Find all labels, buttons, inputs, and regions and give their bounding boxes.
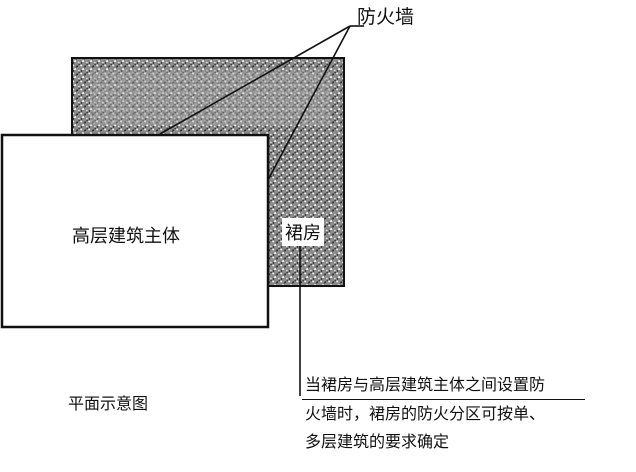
podium-texture (90, 70, 330, 125)
note-line: 火墙时，裙房的防火分区可按单、 (305, 404, 546, 423)
note-line: 多层建筑的要求确定 (305, 432, 450, 451)
firewall-label: 防火墙 (357, 6, 415, 28)
tower-label: 高层建筑主体 (72, 226, 180, 247)
podium-label: 裙房 (282, 218, 324, 246)
diagram-caption: 平面示意图 (68, 394, 149, 413)
note-line: 当裙房与高层建筑主体之间设置防 (302, 371, 585, 400)
firewall-leader-top (159, 25, 351, 135)
podium-note: 当裙房与高层建筑主体之间设置防 火墙时，裙房的防火分区可按单、 多层建筑的要求确… (302, 371, 630, 456)
firewall-leader-side (268, 25, 351, 179)
tower-block (0, 133, 270, 329)
